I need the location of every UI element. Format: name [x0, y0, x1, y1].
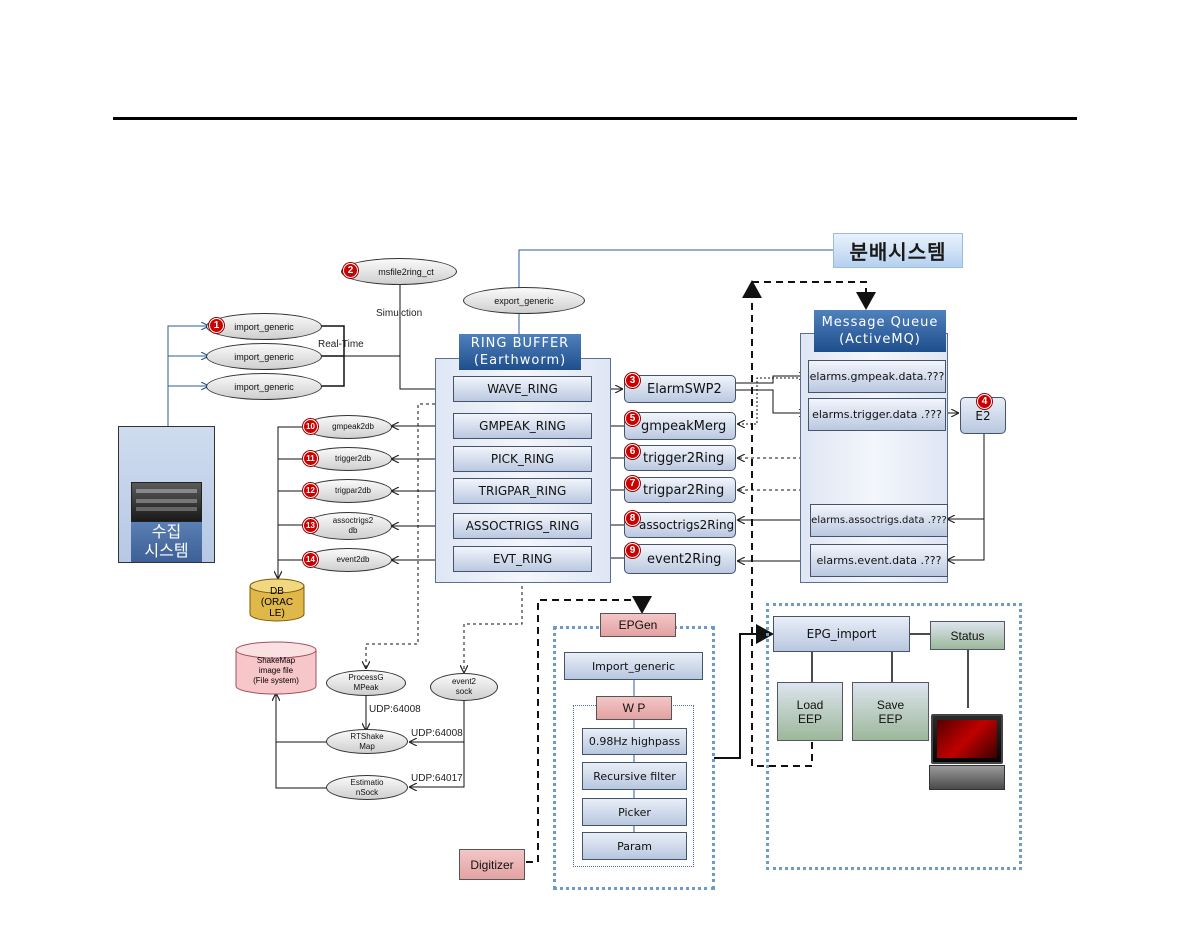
monitor-icon: [931, 714, 1003, 764]
mq-topic-gmpeak: elarms.gmpeak.data.???: [808, 360, 946, 393]
marker-6: 6: [625, 444, 640, 459]
mq-topic-trigger: elarms.trigger.data .???: [808, 398, 946, 431]
server-icon: [929, 765, 1005, 790]
ring-trigpar: TRIGPAR_RING: [453, 478, 592, 504]
marker-9: 9: [625, 543, 640, 558]
server-rack-icon: [131, 482, 202, 522]
epgen-label: EPGen: [600, 613, 676, 637]
epg-region: [766, 603, 1022, 870]
marker-2: 2: [343, 263, 358, 278]
filter-param: Param: [582, 832, 687, 860]
ring-buffer-title: RING BUFFER (Earthworm): [459, 334, 581, 370]
marker-11: 11: [303, 451, 318, 466]
ring-gmpeak: GMPEAK_RING: [453, 413, 592, 439]
marker-14: 14: [303, 552, 318, 567]
db-writer-event2db: event2db: [304, 548, 392, 572]
import-generic-2: import_generic: [206, 343, 322, 370]
import-generic-1: import_generic: [206, 313, 322, 340]
ring-assoctrigs: ASSOCTRIGS_RING: [453, 513, 592, 539]
marker-4: 4: [977, 394, 992, 409]
process-event2ring: event2Ring: [624, 544, 736, 574]
marker-5: 5: [625, 411, 640, 426]
db-label: DB (ORAC LE): [260, 586, 294, 619]
ring-evt: EVT_RING: [453, 546, 592, 572]
distribution-system: 분배시스템: [833, 233, 963, 268]
ring-wave: WAVE_RING: [453, 376, 592, 402]
process-trigpar2ring: trigpar2Ring: [624, 477, 736, 503]
process-assoctrigs2ring: assoctrigs2Ring: [624, 512, 736, 538]
filter-picker: Picker: [582, 798, 687, 826]
shakemap-label: ShakeMap image file (File system): [253, 656, 299, 685]
db-writer-trigpar2db: trigpar2db: [304, 479, 392, 503]
marker-8: 8: [625, 511, 640, 526]
udp-label-3: UDP:64017: [411, 773, 463, 784]
marker-10: 10: [303, 419, 318, 434]
import-generic-3: import_generic: [206, 373, 322, 400]
marker-1: 1: [209, 318, 224, 333]
rtshakemap: RTShake Map: [326, 729, 408, 754]
digitizer: Digitizer: [459, 849, 525, 880]
udp-label-2: UDP:64008: [411, 728, 463, 739]
load-eep: Load EEP: [777, 682, 843, 741]
simulation-label: Simulction: [376, 308, 423, 319]
process-trigger2ring: trigger2Ring: [624, 445, 736, 471]
process-gmpeakmerg: gmpeakMerg: [624, 412, 736, 440]
estimation-sock: Estimatio nSock: [326, 775, 408, 800]
event2sock: event2 sock: [430, 673, 498, 701]
message-queue-title: Message Queue (ActiveMQ): [814, 310, 946, 352]
wp-label: W P: [596, 696, 672, 720]
filter-recursive: Recursive filter: [582, 762, 687, 790]
process-gmpeak: ProcessG MPeak: [326, 670, 406, 696]
marker-12: 12: [303, 483, 318, 498]
db-writer-gmpeak2db: gmpeak2db: [304, 415, 392, 439]
filter-highpass: 0.98Hz highpass: [582, 728, 687, 755]
epg-status: Status: [930, 621, 1005, 650]
realtime-label: Real-Time: [318, 339, 364, 350]
marker-3: 3: [625, 373, 640, 388]
db-writer-trigger2db: trigger2db: [304, 447, 392, 471]
marker-7: 7: [625, 476, 640, 491]
export-generic: export_generic: [463, 287, 585, 314]
msfile2ring-ct: msfile2ring_ct: [341, 258, 457, 285]
ring-pick: PICK_RING: [453, 446, 592, 472]
collection-system-label: 수집 시스템: [131, 522, 202, 562]
db-writer-assoctrigs2db: assoctrigs2 db: [304, 512, 392, 540]
mq-topic-assoctrigs: elarms.assoctrigs.data .???: [810, 504, 948, 537]
save-eep: Save EEP: [852, 682, 929, 741]
epgen-import-generic: Import_generic: [564, 652, 703, 680]
epg-import: EPG_import: [773, 616, 910, 652]
header-rule: [113, 117, 1077, 120]
udp-label-1: UDP:64008: [369, 704, 421, 715]
process-elarmswp2: ElarmSWP2: [624, 375, 736, 403]
marker-13: 13: [303, 518, 318, 533]
mq-topic-event: elarms.event.data .???: [810, 544, 948, 577]
